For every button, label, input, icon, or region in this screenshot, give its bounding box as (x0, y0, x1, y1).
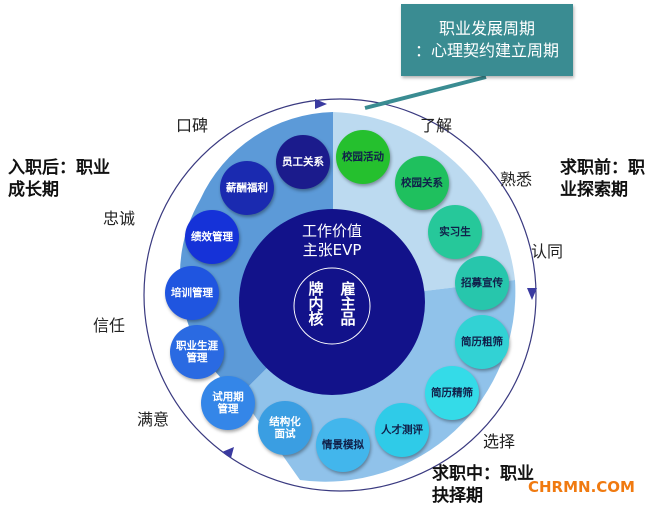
process-bubble: 薪酬福利 (220, 161, 274, 215)
process-bubble: 简历粗筛 (455, 315, 509, 369)
employer-brand-core: 牌 雇 内 主 核 品 (300, 272, 364, 336)
phase-line: 求职中：职业 (432, 464, 534, 484)
evp-title: 工作价值 主张EVP (282, 222, 382, 260)
process-bubble: 人才测评 (375, 403, 429, 457)
core-char: 内 (308, 294, 324, 313)
evp-line: 工作价值 (301, 222, 362, 240)
callout-connector (364, 75, 487, 110)
stage-label: 认同 (531, 242, 564, 261)
phase-line: 成长期 (8, 180, 59, 200)
process-bubble: 校园关系 (395, 156, 449, 210)
process-bubble: 校园活动 (336, 130, 390, 184)
process-bubble: 试用期 管理 (201, 376, 255, 430)
phase-line: 抉择期 (432, 486, 483, 506)
core-char: 雇 (340, 279, 356, 298)
stage-label: 口碑 (176, 116, 209, 135)
evp-circle (239, 209, 425, 395)
core-char: 牌 (308, 279, 324, 298)
phase-line: 求职前：职 (560, 158, 645, 178)
stage-label: 了解 (420, 116, 453, 135)
process-bubble: 培训管理 (165, 266, 219, 320)
arrow-bottom-icon (222, 447, 234, 458)
process-bubble: 职业生涯 管理 (170, 325, 224, 379)
phase-line: 入职后：职业 (8, 158, 110, 178)
arrow-right-icon (527, 288, 537, 300)
stage-label: 信任 (93, 316, 126, 335)
cycle-callout: 职业发展周期 ：心理契约建立周期 (401, 4, 573, 76)
stage-label: 熟悉 (500, 170, 533, 189)
process-bubble: 员工关系 (276, 135, 330, 189)
core-ring (293, 267, 371, 345)
stage-label: 选择 (483, 432, 516, 451)
callout-line: ：心理契约建立周期 (414, 41, 559, 60)
callout-line: 职业发展周期 (438, 19, 535, 38)
process-bubble: 招募宣传 (455, 256, 509, 310)
evp-line: 主张EVP (302, 241, 362, 259)
phase-line: 业探索期 (560, 180, 628, 200)
process-bubble: 实习生 (428, 205, 482, 259)
stage-label: 忠诚 (103, 209, 136, 228)
process-bubble: 简历精筛 (425, 366, 479, 420)
phase-during-label: 求职中：职业 抉择期 (432, 463, 534, 507)
phase-before-label: 求职前：职 业探索期 (560, 157, 645, 201)
site-logo: CHRMN.COM (528, 478, 635, 496)
core-char: 主 (340, 294, 356, 313)
process-bubble: 情景模拟 (316, 418, 370, 472)
core-char: 核 (308, 309, 324, 328)
outer-cycle-ring (143, 98, 537, 492)
stage-label: 满意 (137, 410, 170, 429)
process-bubble: 结构化 面试 (258, 401, 312, 455)
phase-after-label: 入职后：职业 成长期 (8, 157, 110, 201)
process-bubble: 绩效管理 (185, 210, 239, 264)
arrow-top-icon (315, 99, 327, 109)
core-char: 品 (340, 309, 356, 328)
